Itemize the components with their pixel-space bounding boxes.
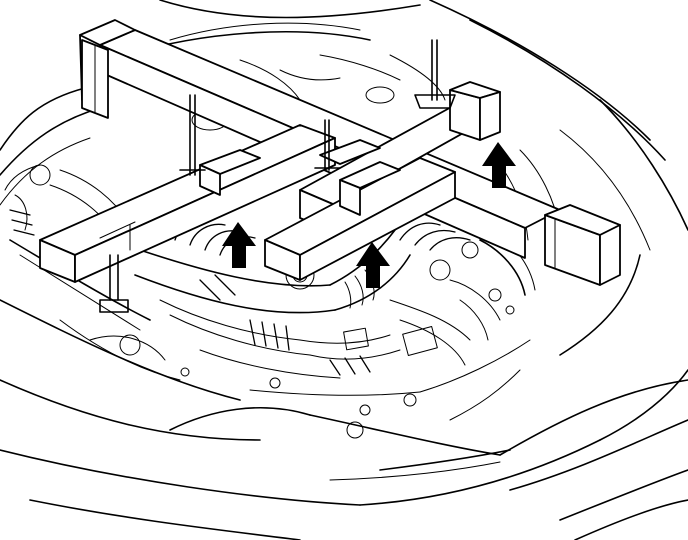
center-junction-block	[199, 139, 401, 216]
right-support-block	[544, 204, 621, 286]
lift-point-arrows	[222, 142, 516, 288]
left-support-post	[81, 39, 109, 119]
support-fixture	[39, 19, 621, 313]
front-cross-beam	[39, 124, 336, 283]
arrow-center-icon	[356, 242, 390, 288]
arrow-left-icon	[222, 222, 256, 268]
arrow-right-icon	[482, 142, 516, 188]
lifting-hooks	[99, 39, 456, 313]
